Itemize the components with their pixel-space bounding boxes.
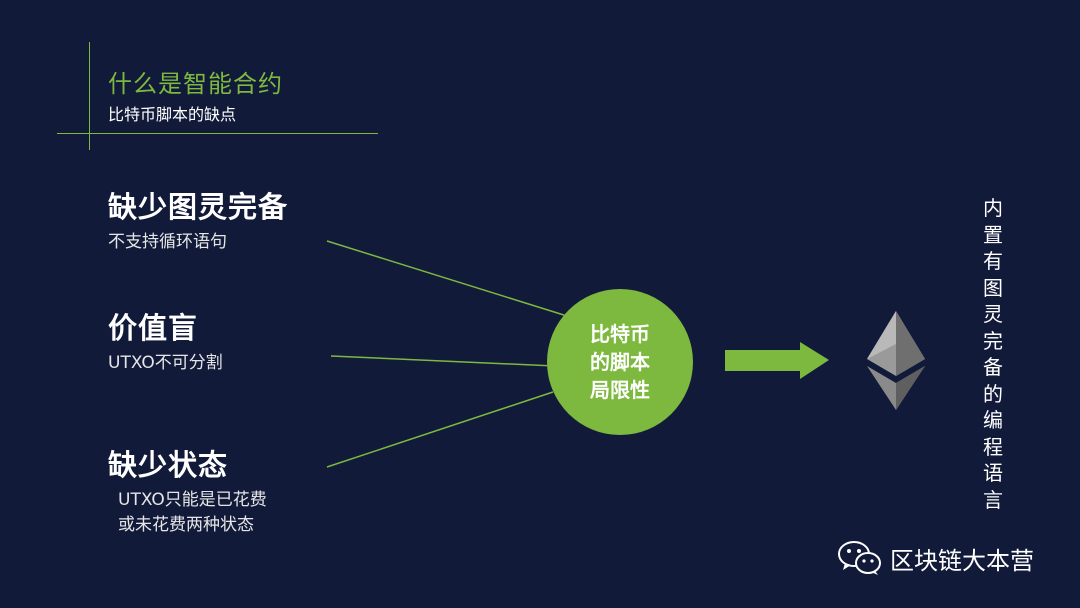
arrow-right-icon xyxy=(725,342,829,379)
wechat-icon xyxy=(838,541,881,575)
page-title: 什么是智能合约 xyxy=(108,70,283,98)
right-vertical-text: 内置有图灵完备的编程语言 xyxy=(983,196,1003,512)
center-circle: 比特币 的脚本 局限性 xyxy=(547,289,693,435)
center-line-1: 比特币 xyxy=(590,322,650,346)
item-value-blind: 价值盲 UTXO不可分割 xyxy=(108,305,223,376)
header-horizontal-divider xyxy=(57,133,378,134)
connector-line-1 xyxy=(326,240,568,317)
item-desc-line-2: 或未花费两种状态 xyxy=(118,515,254,535)
header-vertical-divider xyxy=(89,42,90,150)
item-title: 缺少状态 xyxy=(108,448,229,482)
center-line-2: 的脚本 xyxy=(590,350,650,374)
item-turing-complete: 缺少图灵完备 不支持循环语句 xyxy=(108,184,288,255)
watermark: 区块链大本营 xyxy=(838,540,1034,576)
item-desc: 不支持循环语句 xyxy=(108,232,227,252)
watermark-text: 区块链大本营 xyxy=(890,546,1034,575)
item-desc: UTXO不可分割 xyxy=(108,353,223,373)
page-subtitle: 比特币脚本的缺点 xyxy=(108,105,237,124)
item-title: 缺少图灵完备 xyxy=(108,190,289,224)
item-desc-line-1: UTXO只能是已花费 xyxy=(118,490,267,510)
connector-line-2 xyxy=(330,355,556,367)
item-no-state: 缺少状态 UTXO只能是已花费 或未花费两种状态 xyxy=(108,442,267,538)
center-circle-text: 比特币 的脚本 局限性 xyxy=(575,320,665,404)
connector-line-3 xyxy=(326,391,554,468)
item-title: 价值盲 xyxy=(108,311,199,345)
ethereum-logo-icon xyxy=(867,311,925,410)
center-line-3: 局限性 xyxy=(590,378,650,402)
